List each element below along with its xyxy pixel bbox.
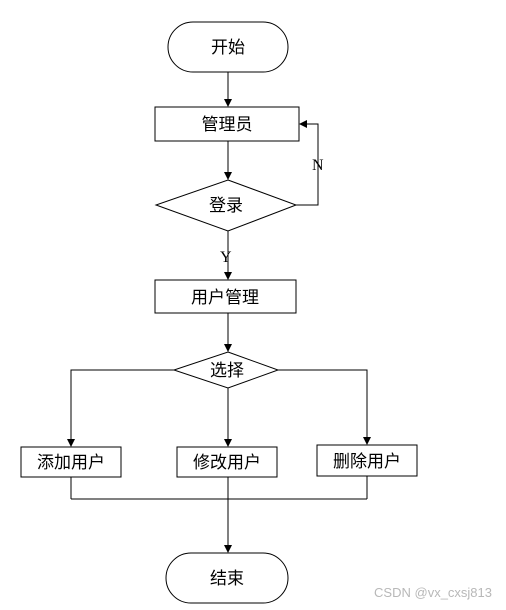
delete-user-node: 删除用户 bbox=[316, 444, 418, 477]
end-node: 结束 bbox=[165, 552, 289, 604]
user-management-label: 用户管理 bbox=[191, 288, 259, 308]
watermark: CSDN @vx_cxsj813 bbox=[374, 585, 492, 600]
edge-label-yes: Y bbox=[220, 249, 232, 266]
edge-choose-add bbox=[67, 369, 174, 447]
admin-label: 管理员 bbox=[202, 115, 253, 135]
edge-choose-delete bbox=[278, 369, 371, 445]
edit-user-label: 修改用户 bbox=[193, 453, 261, 473]
choose-decision: 选择 bbox=[172, 351, 280, 389]
start-node: 开始 bbox=[167, 21, 289, 73]
edge-login-no bbox=[296, 120, 319, 206]
login-decision: 登录 bbox=[154, 179, 298, 232]
login-label: 登录 bbox=[209, 196, 243, 216]
user-management-node: 用户管理 bbox=[154, 279, 297, 314]
edit-user-node: 修改用户 bbox=[176, 446, 278, 478]
end-label: 结束 bbox=[210, 569, 244, 589]
choose-label: 选择 bbox=[210, 361, 244, 381]
admin-node: 管理员 bbox=[154, 106, 300, 142]
edge-label-no: N bbox=[312, 157, 324, 174]
start-label: 开始 bbox=[211, 38, 245, 58]
add-user-label: 添加用户 bbox=[37, 453, 105, 473]
delete-user-label: 删除用户 bbox=[333, 452, 401, 472]
add-user-node: 添加用户 bbox=[20, 446, 122, 478]
